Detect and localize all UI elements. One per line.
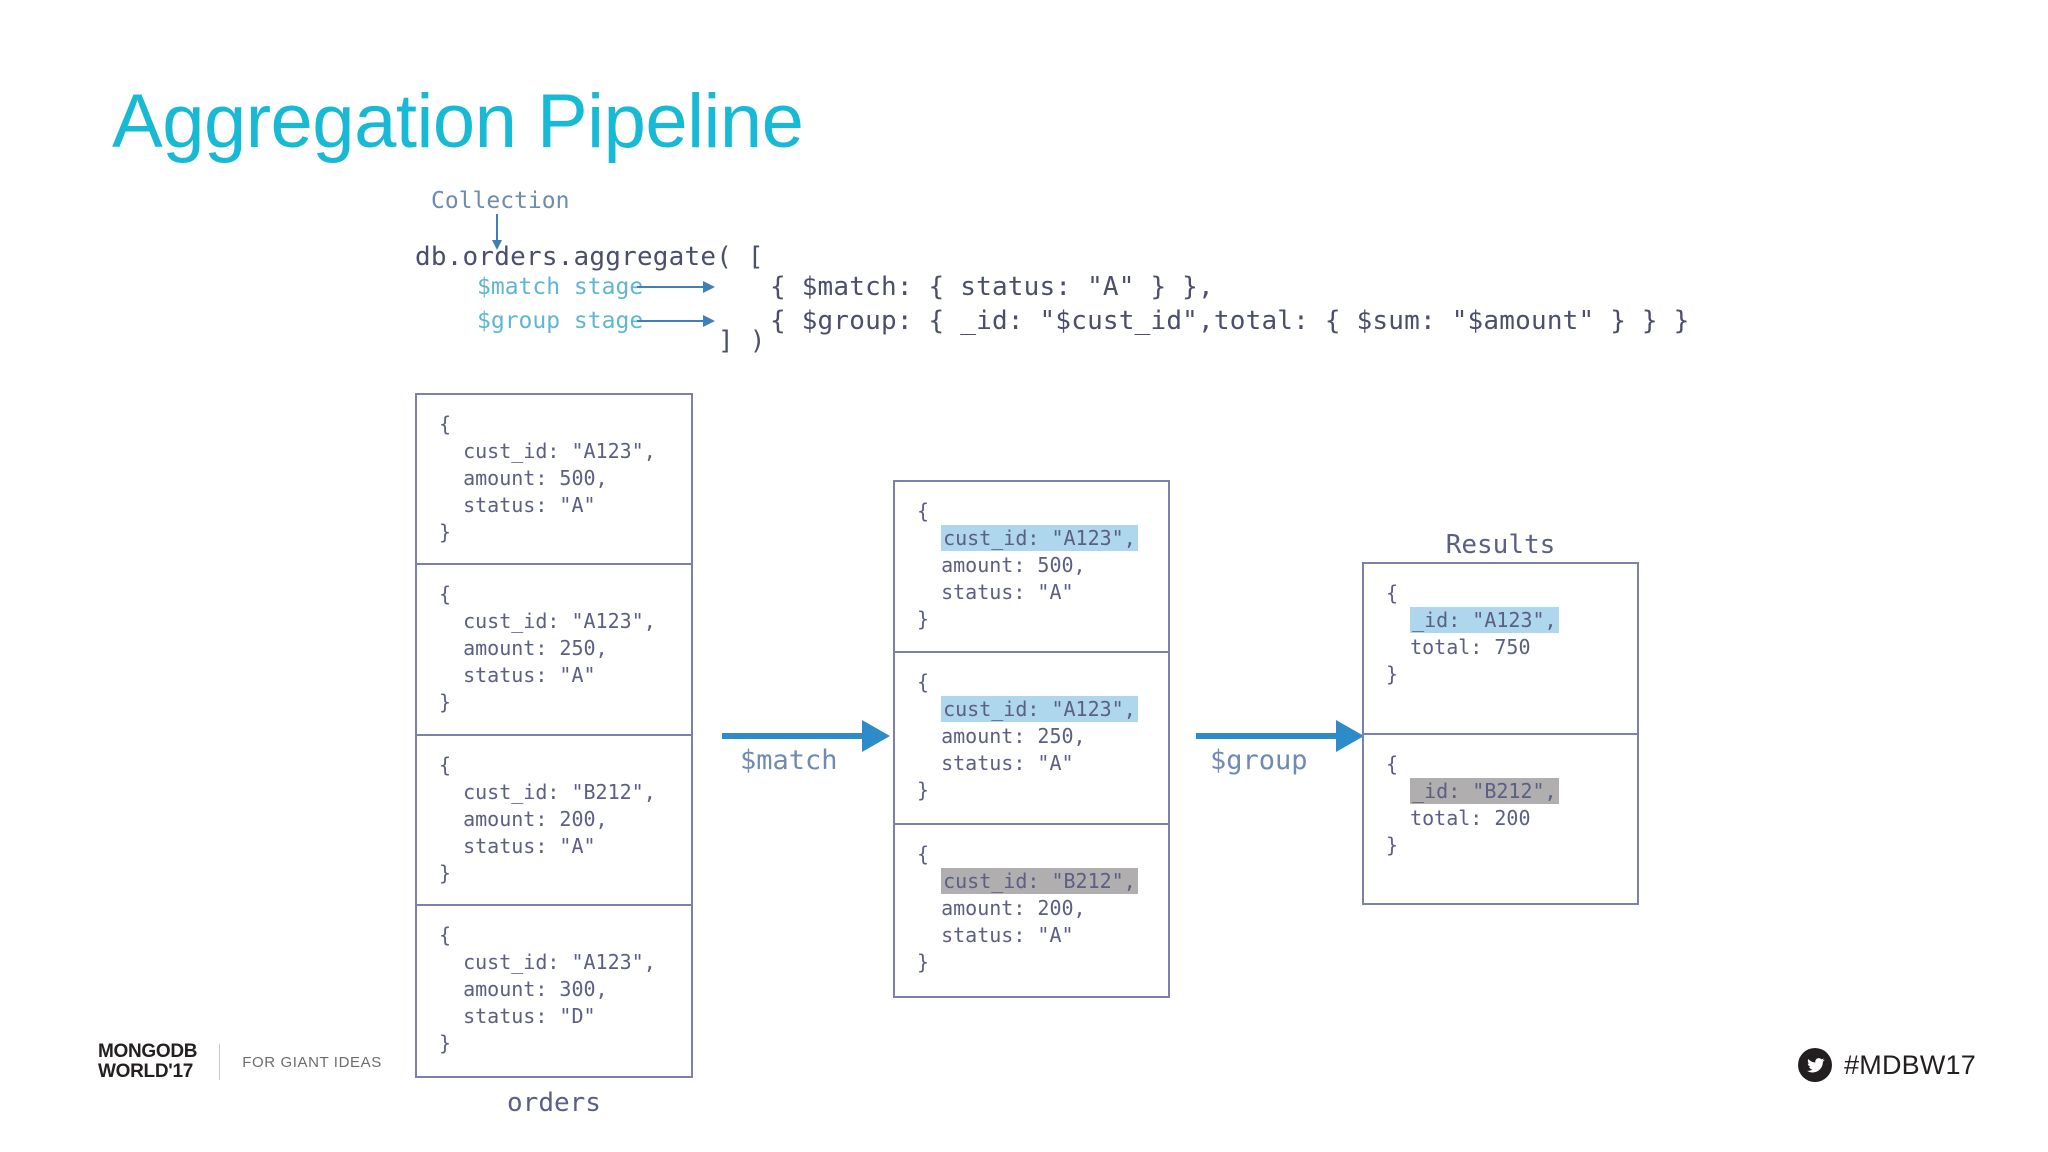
list-item: { cust_id: "A123", amount: 500, status: … bbox=[895, 482, 1168, 654]
match-stage-arrow-icon bbox=[637, 281, 715, 293]
collection-callout-label: Collection bbox=[431, 188, 570, 214]
document-body: { cust_id: "A123", amount: 250, status: … bbox=[917, 670, 1138, 803]
code-line-group-stage: { $group: { _id: "$cust_id",total: { $su… bbox=[770, 306, 1690, 336]
document-body: { cust_id: "B212", amount: 200, status: … bbox=[439, 752, 656, 885]
logo-line-1: MONGODB bbox=[98, 1041, 198, 1062]
list-item: { cust_id: "B212", amount: 200, status: … bbox=[895, 825, 1168, 996]
highlighted-cust-id: cust_id: "B212", bbox=[941, 867, 1138, 894]
document-body: { cust_id: "A123", amount: 300, status: … bbox=[439, 922, 656, 1055]
highlighted-id: _id: "A123", bbox=[1410, 607, 1559, 633]
social-hashtag-group: #MDBW17 bbox=[1798, 1048, 1976, 1082]
mongodb-world-logo: MONGODB WORLD'17 FOR GIANT IDEAS bbox=[98, 1042, 382, 1082]
matched-documents-stack: { cust_id: "A123", amount: 500, status: … bbox=[893, 480, 1170, 998]
group-stage-annotation-label: $group stage bbox=[477, 308, 644, 334]
document-body: { cust_id: "A123", amount: 500, status: … bbox=[917, 499, 1138, 631]
highlighted-id: _id: "B212", bbox=[1410, 777, 1559, 804]
results-documents-stack: { _id: "A123", total: 750 } { _id: "B212… bbox=[1362, 562, 1639, 905]
list-item: { cust_id: "A123", amount: 250, status: … bbox=[895, 653, 1168, 825]
collection-pointer-arrow-icon bbox=[492, 214, 502, 250]
document-body: { _id: "A123", total: 750 } bbox=[1386, 581, 1559, 686]
hashtag-label: #MDBW17 bbox=[1844, 1049, 1976, 1080]
page-title: Aggregation Pipeline bbox=[112, 79, 804, 164]
orders-collection-stack: { cust_id: "A123", amount: 500, status: … bbox=[415, 393, 693, 1078]
list-item: { _id: "B212", total: 200 } bbox=[1364, 735, 1637, 906]
code-line-aggregate-close: ] ) bbox=[718, 326, 766, 356]
code-line-match-stage: { $match: { status: "A" } }, bbox=[770, 272, 1214, 302]
logo-wordmark: MONGODB WORLD'17 bbox=[98, 1041, 198, 1082]
logo-divider bbox=[219, 1044, 221, 1080]
logo-line-2: WORLD'17 bbox=[98, 1061, 194, 1082]
orders-collection-caption: orders bbox=[507, 1088, 601, 1118]
document-body: { cust_id: "B212", amount: 200, status: … bbox=[917, 841, 1138, 974]
highlighted-cust-id: cust_id: "A123", bbox=[941, 525, 1138, 551]
highlighted-cust-id: cust_id: "A123", bbox=[941, 696, 1138, 723]
results-caption: Results bbox=[1445, 530, 1556, 560]
document-body: { _id: "B212", total: 200 } bbox=[1386, 751, 1559, 857]
list-item: { cust_id: "A123", amount: 500, status: … bbox=[417, 395, 691, 566]
document-body: { cust_id: "A123", amount: 500, status: … bbox=[439, 412, 656, 544]
list-item: { cust_id: "A123", amount: 250, status: … bbox=[417, 565, 691, 736]
match-stage-annotation-label: $match stage bbox=[477, 274, 644, 300]
list-item: { cust_id: "A123", amount: 300, status: … bbox=[417, 906, 691, 1076]
group-flow-label: $group bbox=[1210, 745, 1308, 776]
match-flow-arrow-icon bbox=[722, 720, 890, 752]
group-flow-arrow-icon bbox=[1196, 720, 1364, 752]
logo-tagline: FOR GIANT IDEAS bbox=[242, 1053, 382, 1071]
twitter-icon bbox=[1798, 1048, 1833, 1082]
document-body: { cust_id: "A123", amount: 250, status: … bbox=[439, 582, 656, 715]
group-stage-arrow-icon bbox=[637, 315, 715, 327]
match-flow-label: $match bbox=[740, 745, 838, 776]
list-item: { _id: "A123", total: 750 } bbox=[1364, 564, 1637, 735]
code-line-aggregate-open: db.orders.aggregate( [ bbox=[415, 242, 764, 272]
list-item: { cust_id: "B212", amount: 200, status: … bbox=[417, 736, 691, 906]
